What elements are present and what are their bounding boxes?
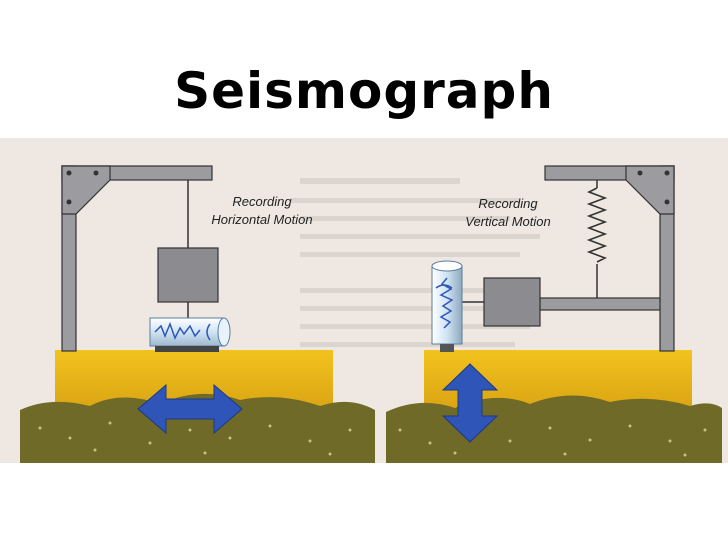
right-label-line1: Recording [478, 196, 538, 211]
left-seismograph: Recording Horizontal Motion [20, 165, 375, 463]
right-lever-arm [539, 297, 661, 311]
left-double-arrow-horizontal-icon [137, 383, 243, 435]
slide-title: Seismograph [174, 62, 554, 120]
right-mass [483, 277, 541, 327]
right-label-line2: Vertical Motion [465, 214, 551, 229]
right-soil [386, 395, 722, 463]
left-soil-texture [38, 421, 352, 456]
left-label-line1: Recording [232, 194, 292, 209]
left-soil [20, 393, 375, 463]
left-label-line2: Horizontal Motion [211, 212, 312, 227]
right-recording-drum [431, 260, 463, 352]
left-mass [157, 247, 219, 303]
bleed-through-text [290, 178, 540, 347]
left-frame-bracket [61, 165, 111, 215]
right-frame-bracket [625, 165, 675, 215]
spring-icon [586, 180, 608, 298]
right-double-arrow-vertical-icon [441, 363, 499, 443]
left-recording-drum [149, 317, 231, 352]
right-seismograph: Recording Vertical Motion [386, 165, 722, 463]
seismograph-diagram: Recording Horizontal Motion [0, 138, 728, 463]
